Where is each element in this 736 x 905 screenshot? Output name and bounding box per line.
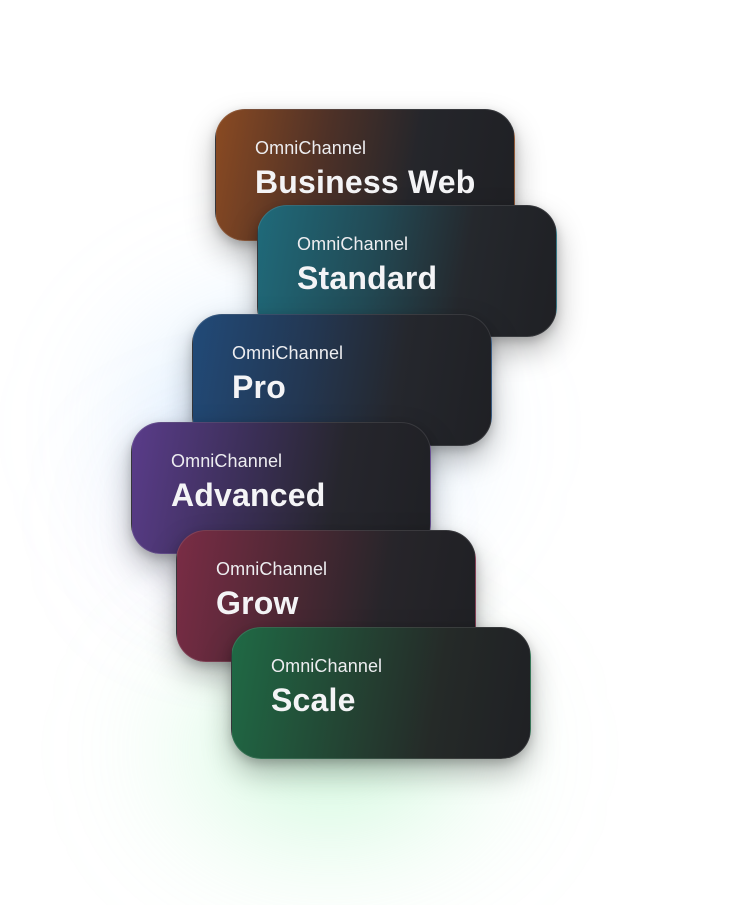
plan-name: Grow — [216, 585, 299, 621]
plan-brand-label: OmniChannel — [255, 138, 367, 158]
plan-name: Scale — [271, 682, 356, 718]
plan-name: Standard — [297, 260, 438, 296]
plan-card-scale[interactable]: OmniChannel Scale — [231, 627, 531, 759]
plan-name: Advanced — [171, 477, 326, 513]
plan-brand-label: OmniChannel — [216, 559, 328, 579]
plan-brand-label: OmniChannel — [271, 656, 383, 676]
plan-brand-label: OmniChannel — [232, 343, 344, 363]
plan-brand-label: OmniChannel — [171, 451, 283, 471]
plan-name: Pro — [232, 369, 286, 405]
plan-brand-label: OmniChannel — [297, 234, 409, 254]
plan-name: Business Web — [255, 164, 476, 200]
